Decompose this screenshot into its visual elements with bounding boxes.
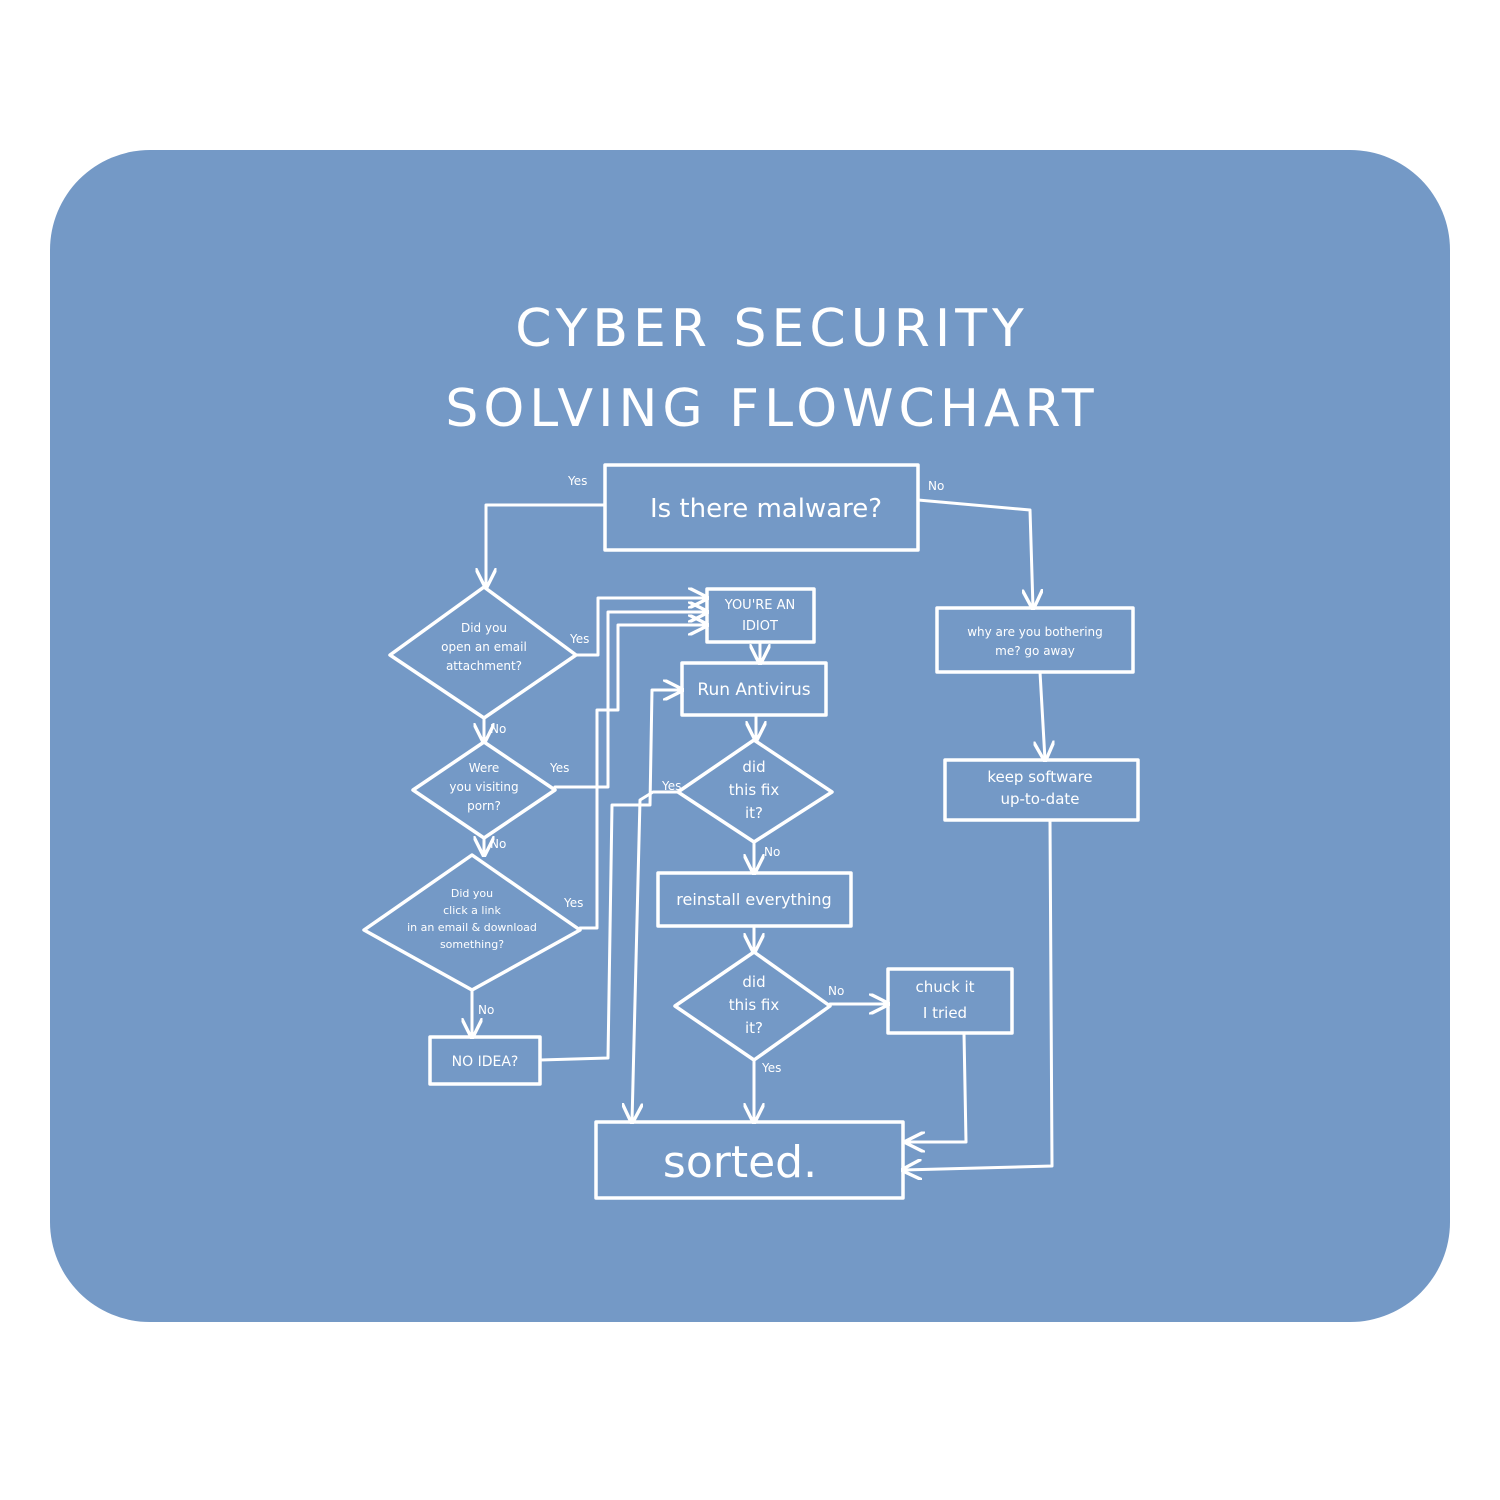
node-click-line-4: something? (440, 938, 504, 951)
label-fix2-no: No (828, 984, 844, 998)
node-porn-line-1: Were (469, 761, 500, 775)
node-email-line-3: attachment? (446, 659, 522, 673)
node-fix-2: did this fix it? (673, 950, 832, 1062)
node-email-line-2: open an email (441, 640, 527, 654)
label-malware-yes: Yes (567, 474, 587, 488)
node-no-idea-label: NO IDEA? (452, 1054, 519, 1070)
node-reinstall-label: reinstall everything (676, 890, 831, 909)
node-fix1-line-3: it? (745, 804, 763, 822)
node-malware: Is there malware? (603, 463, 920, 552)
node-antivirus: Run Antivirus (680, 661, 828, 717)
node-keep-line-1: keep software (987, 768, 1092, 786)
node-fix2-line-3: it? (745, 1019, 763, 1037)
node-no-idea: NO IDEA? (428, 1035, 542, 1086)
node-click-line-3: in an email & download (407, 921, 537, 934)
node-fix2-line-2: this fix (729, 996, 780, 1014)
node-keep-line-2: up-to-date (1000, 790, 1079, 808)
label-porn-no: No (490, 837, 506, 851)
node-porn-line-2: you visiting (449, 780, 518, 794)
edge-chuck-sorted (906, 1031, 968, 1142)
node-click-line-2: click a link (443, 904, 501, 917)
label-fix1-yes: Yes (661, 779, 681, 793)
label-click-yes: Yes (563, 896, 583, 910)
edges (472, 498, 1054, 1170)
edge-porn-yes (553, 612, 707, 789)
node-reinstall: reinstall everything (656, 871, 853, 928)
edge-malware-yes (486, 503, 607, 587)
label-porn-yes: Yes (549, 761, 569, 775)
title-line-1: CYBER SECURITY (515, 299, 1029, 359)
label-click-no: No (478, 1003, 494, 1017)
node-keep-software: keep software up-to-date (943, 758, 1140, 822)
edge-noidea-antivirus (538, 690, 682, 1062)
node-bothering-line-1: why are you bothering (967, 625, 1103, 639)
node-sorted: sorted. (594, 1120, 905, 1200)
node-porn-line-3: porn? (467, 799, 501, 813)
label-fix2-yes: Yes (761, 1061, 781, 1075)
edge-fix1-yes (632, 790, 680, 1122)
node-click-line-1: Did you (451, 887, 493, 900)
node-email-line-1: Did you (461, 621, 507, 635)
edge-malware-no (916, 498, 1033, 608)
title-line-2: SOLVING FLOWCHART (445, 379, 1098, 439)
node-idiot-line-2: IDIOT (742, 619, 778, 634)
node-bothering: why are you bothering me? go away (935, 606, 1135, 674)
label-email-no: No (490, 722, 506, 736)
label-fix1-no: No (764, 845, 780, 859)
node-antivirus-label: Run Antivirus (697, 680, 810, 700)
node-fix1-line-2: this fix (729, 781, 780, 799)
node-bothering-line-2: me? go away (995, 644, 1075, 658)
label-malware-no: No (928, 479, 944, 493)
node-fix1-line-1: did (742, 758, 765, 776)
label-email-yes: Yes (569, 632, 589, 646)
edge-click-yes (578, 625, 707, 930)
node-idiot: YOU'RE AN IDIOT (705, 587, 816, 644)
node-click-link: Did you click a link in an email & downl… (362, 853, 582, 992)
node-email-attachment: Did you open an email attachment? (388, 585, 578, 720)
node-chuck: chuck it I tried (886, 967, 1014, 1035)
node-fix-1: did this fix it? (676, 738, 834, 844)
node-porn: Were you visiting porn? (411, 740, 557, 840)
node-sorted-label: sorted. (663, 1137, 817, 1188)
edge-bothering-keep (1040, 670, 1045, 760)
edge-email-yes (574, 598, 707, 657)
edge-keep-sorted (903, 818, 1054, 1170)
edge-labels: Yes No Yes No Yes No Yes No Yes No No Ye… (478, 474, 944, 1075)
node-chuck-line-2: I tried (923, 1004, 967, 1022)
node-chuck-line-1: chuck it (915, 978, 974, 996)
node-fix2-line-1: did (742, 973, 765, 991)
node-idiot-line-1: YOU'RE AN (724, 598, 796, 613)
node-malware-label: Is there malware? (650, 494, 882, 524)
